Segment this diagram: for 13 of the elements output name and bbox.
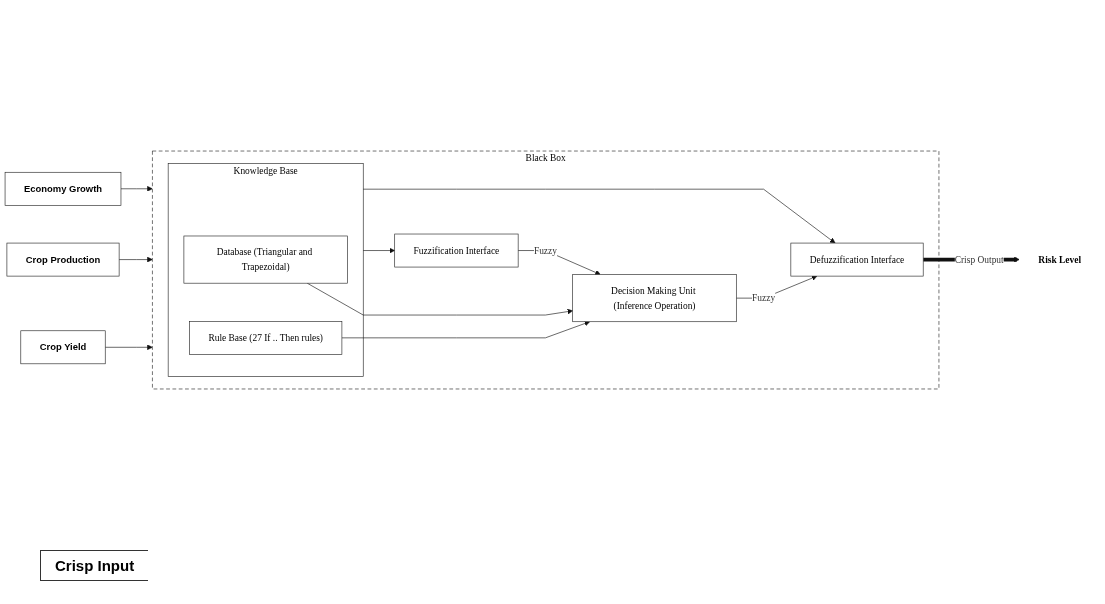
node-box: Database (Triangular and Trapezoidal): [183, 235, 348, 284]
node-box: Defuzzification Interface: [790, 242, 924, 277]
node-box: Rule Base (27 If .. Then rules): [189, 321, 343, 355]
node-box: Decision Making Unit (Inference Operation): [572, 274, 737, 323]
edge-label: Fuzzy: [752, 292, 776, 303]
node-text: Risk Level: [1038, 254, 1082, 265]
arrow-label: Crisp Input: [40, 550, 149, 581]
edge-label: Crisp Output: [954, 254, 1004, 265]
edge-label: Fuzzy: [533, 245, 557, 256]
node-box: Crop Yield: [20, 330, 106, 365]
node-box: Crop Production: [6, 242, 120, 277]
node-box: Fuzzification Interface: [394, 233, 519, 268]
node-box: Economy Growth: [4, 171, 122, 206]
